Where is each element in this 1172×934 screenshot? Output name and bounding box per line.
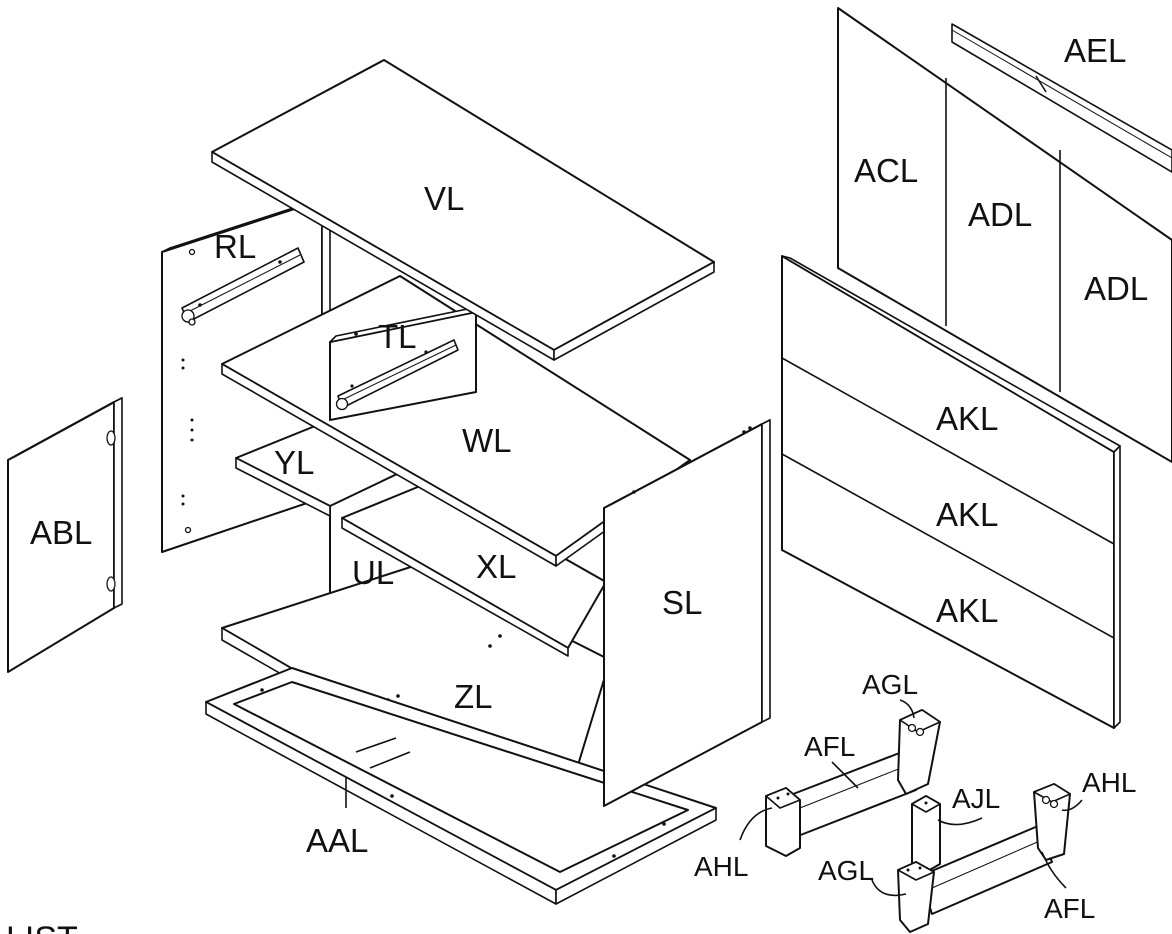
footer-list-heading: LIST: [6, 920, 78, 934]
back-panel-lower: [781, 255, 1121, 729]
label-agl-1: AGL: [862, 669, 918, 700]
part-abl-door: [7, 397, 123, 673]
label-aal: AAL: [306, 822, 368, 859]
label-akl-2: AKL: [936, 496, 998, 533]
back-panel-upper: [837, 7, 1172, 463]
label-afl-1: AFL: [804, 731, 855, 762]
label-xl: XL: [476, 548, 516, 585]
label-ul: UL: [352, 554, 394, 591]
label-abl: ABL: [30, 514, 92, 551]
label-ahl-2: AHL: [1082, 767, 1136, 798]
label-akl-1: AKL: [936, 400, 998, 437]
label-tl: TL: [378, 318, 417, 355]
label-rl: RL: [214, 228, 256, 265]
part-xl-shelf: [341, 481, 607, 657]
label-akl-3: AKL: [936, 592, 998, 629]
label-adl-2: ADL: [1084, 270, 1148, 307]
label-ael: AEL: [1064, 32, 1126, 69]
label-wl: WL: [462, 422, 512, 459]
label-ahl-1: AHL: [694, 851, 748, 882]
label-afl-2: AFL: [1044, 893, 1095, 924]
part-ael-rail: [951, 23, 1172, 173]
label-yl: YL: [274, 444, 314, 481]
label-vl: VL: [424, 180, 464, 217]
part-sl-side-panel: [603, 419, 771, 807]
part-vl-top-panel: [211, 59, 715, 361]
label-zl: ZL: [454, 678, 493, 715]
part-aal-base-frame: [205, 667, 717, 905]
label-ajl: AJL: [952, 783, 1000, 814]
part-leg-set-1: [765, 709, 941, 857]
part-leg-set-2: [897, 783, 1071, 933]
label-agl-2: AGL: [818, 855, 874, 886]
label-sl: SL: [662, 584, 702, 621]
leader-lines: [345, 75, 1083, 897]
label-adl-1: ADL: [968, 196, 1032, 233]
part-ajl-leg: [911, 795, 941, 873]
label-acl: ACL: [854, 152, 918, 189]
